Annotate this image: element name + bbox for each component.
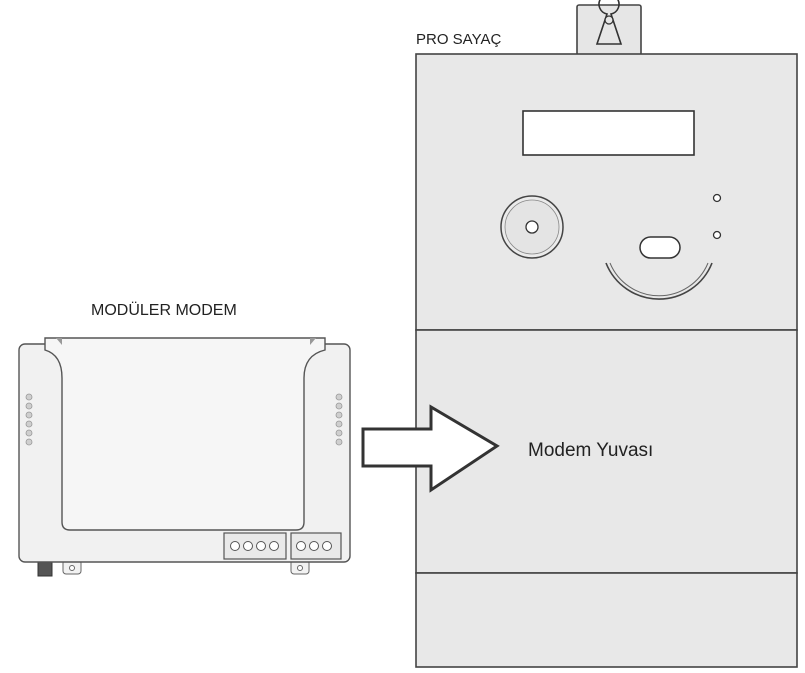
led-indicator-icon	[25, 393, 33, 446]
terminal-block-left	[223, 532, 287, 560]
rotary-knob-icon	[500, 195, 564, 259]
led-indicator-icon	[712, 193, 722, 203]
meter-lower-body	[415, 572, 798, 668]
meter: PRO SAYAÇ Modem Yuvası	[415, 0, 798, 668]
modem-label: MODÜLER MODEM	[91, 301, 237, 319]
modem: MODÜLER MODEM	[18, 301, 351, 577]
meter-label: PRO SAYAÇ	[416, 31, 501, 48]
led-indicator-icon	[712, 230, 722, 240]
keyhole-hanger-icon	[576, 0, 642, 56]
meter-upper-body	[415, 53, 798, 331]
lcd-display	[522, 110, 695, 156]
led-indicator-icon	[335, 393, 343, 446]
right-arrow-icon	[361, 404, 500, 493]
modem-slot-label: Modem Yuvası	[528, 440, 653, 461]
terminal-block-right	[290, 532, 342, 560]
push-button-icon	[639, 236, 681, 259]
optical-port-icon	[605, 262, 713, 300]
modem-cover	[44, 337, 326, 531]
